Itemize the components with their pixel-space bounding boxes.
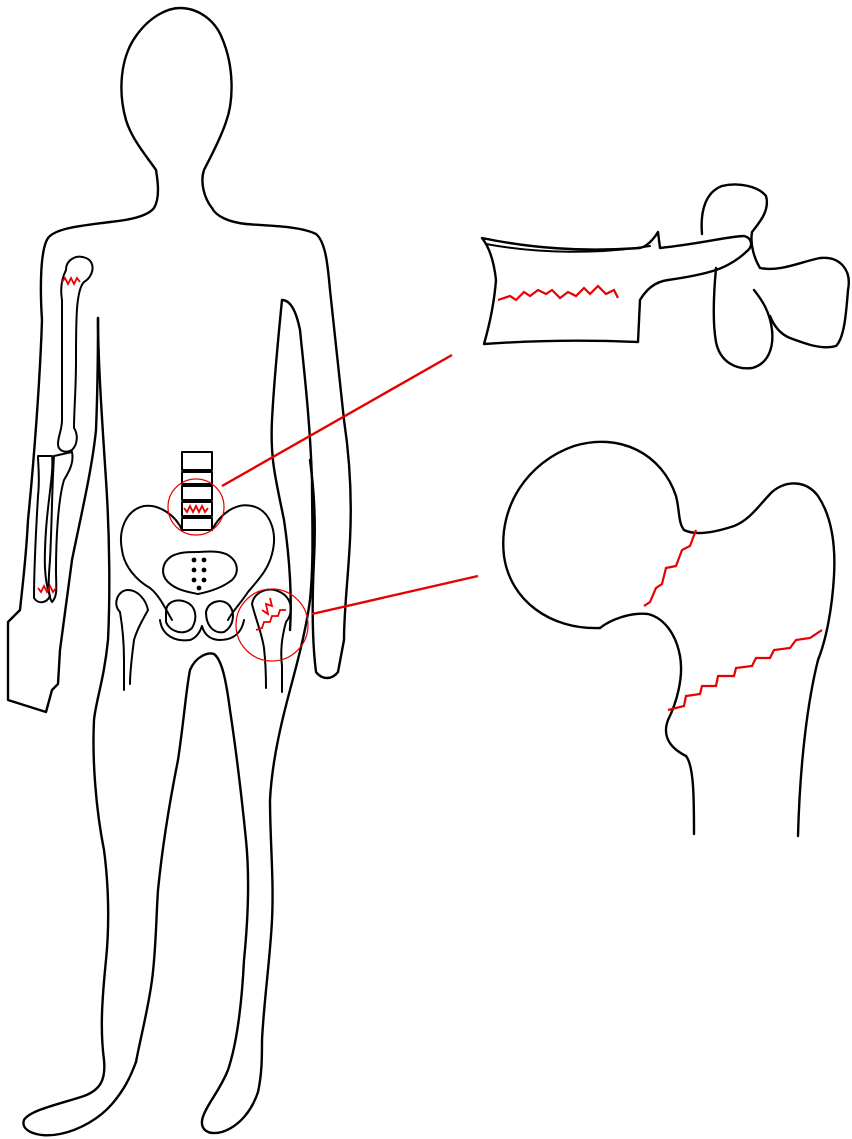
head-outline: [121, 8, 246, 224]
torso-right: [262, 300, 313, 1040]
vertebra-detail-inset: [482, 184, 849, 368]
vertebra-inset-fracture: [498, 286, 618, 300]
vertebra-callout-line: [222, 355, 452, 486]
sacral-foramina: [192, 558, 207, 591]
arm-bones: [34, 257, 93, 603]
callouts: [168, 355, 478, 661]
vertebra-2: [182, 472, 212, 484]
femoral-neck-fracture: [644, 530, 696, 606]
left-leg-inner: [136, 654, 262, 1134]
vertebra-1: [182, 452, 212, 470]
femur-detail-inset: [503, 442, 834, 836]
hip-callout-line: [312, 576, 478, 614]
torso-left: [23, 318, 136, 1135]
neck-left: [110, 170, 158, 222]
lumbar-spine: [182, 452, 212, 530]
hip-fracture-neck: [262, 598, 272, 614]
pelvis: [116, 505, 291, 692]
body-silhouette: [8, 8, 351, 1135]
left-femur: [116, 590, 148, 690]
fracture-marks: [38, 278, 286, 630]
articular-process: [714, 268, 773, 368]
femoral-neck-lower: [600, 614, 694, 834]
hip-zoom-ring: [236, 589, 308, 661]
humerus-fracture-line: [62, 278, 80, 284]
vertebra-5: [182, 518, 212, 530]
vertebra-fracture-line: [184, 506, 208, 512]
femoral-head-and-shaft: [503, 442, 834, 836]
left-arm-outline: [8, 222, 110, 712]
right-arm-inner: [272, 300, 291, 630]
vertebra-3: [182, 486, 212, 500]
hip-fracture-trochanter: [256, 610, 286, 630]
intertrochanteric-fracture: [668, 630, 822, 710]
humerus-bone: [58, 257, 93, 452]
